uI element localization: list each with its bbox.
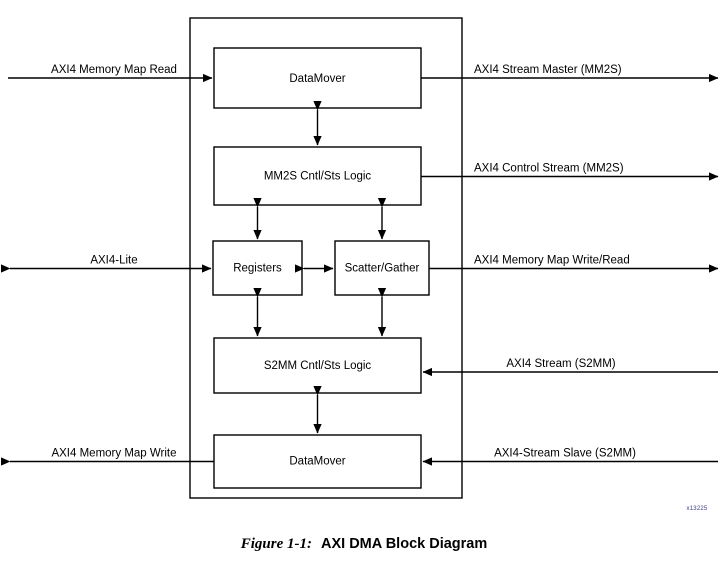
- block-label: Scatter/Gather: [345, 263, 420, 275]
- block-label: S2MM Cntl/Sts Logic: [264, 360, 372, 372]
- block-label: DataMover: [289, 456, 345, 468]
- block-datamover-top: DataMover: [213, 47, 422, 109]
- signal-label-axi4-mm-read: AXI4 Memory Map Read: [51, 64, 177, 76]
- figure-title: AXI DMA Block Diagram: [321, 536, 488, 552]
- figure-number: Figure 1-1:: [240, 536, 312, 552]
- block-mm2s-logic: MM2S Cntl/Sts Logic: [213, 146, 422, 206]
- axi-dma-container: [189, 17, 463, 499]
- figure-id-code: x13225: [687, 506, 708, 512]
- block-registers: Registers: [212, 240, 303, 296]
- block-label: DataMover: [289, 73, 345, 85]
- signal-label-axi4-mm-write-read: AXI4 Memory Map Write/Read: [474, 255, 630, 267]
- block-label: Registers: [233, 263, 282, 275]
- signal-label-axi4-mm-write: AXI4 Memory Map Write: [51, 448, 176, 460]
- block-scatter-gather: Scatter/Gather: [334, 240, 430, 296]
- figure-caption: Figure 1-1: AXI DMA Block Diagram: [0, 536, 728, 553]
- signal-label-axi4-stream-s2mm: AXI4 Stream (S2MM): [506, 358, 615, 370]
- block-label: MM2S Cntl/Sts Logic: [264, 171, 372, 183]
- signal-label-axi4-lite: AXI4-Lite: [90, 255, 137, 267]
- block-datamover-bottom: DataMover: [213, 434, 422, 489]
- signal-label-axi4-control-stream-mm2s: AXI4 Control Stream (MM2S): [474, 163, 624, 175]
- signal-label-axi4-stream-slave-s2mm: AXI4-Stream Slave (S2MM): [494, 448, 636, 460]
- block-s2mm-logic: S2MM Cntl/Sts Logic: [213, 337, 422, 394]
- signal-label-axi4-stream-master-mm2s: AXI4 Stream Master (MM2S): [474, 64, 622, 76]
